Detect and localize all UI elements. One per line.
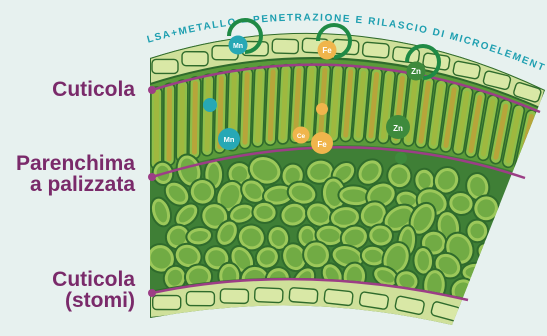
leaf-sector (140, 33, 547, 336)
palisade-label: Parenchima a palizzata (16, 153, 135, 195)
spongy-cell-interior (466, 267, 486, 278)
palisade-cell (151, 87, 162, 169)
palisade-cell (201, 74, 214, 156)
lower-epidermis-cell (289, 287, 318, 303)
cuticle-pointer-dot (148, 86, 156, 94)
mn-particle-small (203, 98, 217, 112)
zn-particle-symbol: Zn (393, 124, 403, 133)
palisade-cell (264, 65, 278, 145)
stomata-label-line2: (stomi) (52, 290, 135, 311)
stomata-pointer-dot (148, 289, 156, 297)
palisade-cell (189, 77, 201, 159)
stomata-label-line1: Cuticola (52, 269, 135, 290)
upper-epidermis-cell (272, 39, 298, 54)
palisade-label-line2: a palizzata (16, 174, 135, 195)
lower-epidermis-cell (324, 289, 353, 306)
mn-ring-symbol: Mn (233, 43, 243, 50)
lower-epidermis-cell (220, 289, 248, 304)
cuticle-label: Cuticola (52, 79, 135, 100)
palisade-cell (176, 80, 188, 162)
spongy-cell-interior (476, 285, 495, 305)
ce-particle-symbol: Ce (297, 133, 306, 140)
zn-particle-small (395, 152, 407, 164)
fe-particle-symbol: Fe (317, 140, 327, 149)
fe-particle-small (316, 103, 328, 115)
stomata-label: Cuticola (stomi) (52, 269, 135, 311)
cuticle-label-text: Cuticola (52, 79, 135, 100)
upper-epidermis-cell (182, 52, 208, 66)
palisade-cell (164, 83, 175, 165)
palisade-cell (252, 66, 266, 147)
lower-epidermis-cell (153, 295, 181, 309)
spongy-cell (471, 281, 500, 311)
upper-epidermis-cell (152, 59, 178, 73)
mn-particle-symbol: Mn (224, 135, 235, 144)
zn-ring-symbol: Zn (411, 67, 421, 76)
palisade-label-line1: Parenchima (16, 153, 135, 174)
lower-epidermis-cell (186, 291, 214, 305)
upper-epidermis-cell (362, 42, 389, 58)
palisade-pointer-dot (148, 173, 156, 181)
fe-ring-symbol: Fe (322, 46, 332, 55)
lower-epidermis-cell (254, 287, 283, 302)
palisade-cell (239, 68, 253, 149)
